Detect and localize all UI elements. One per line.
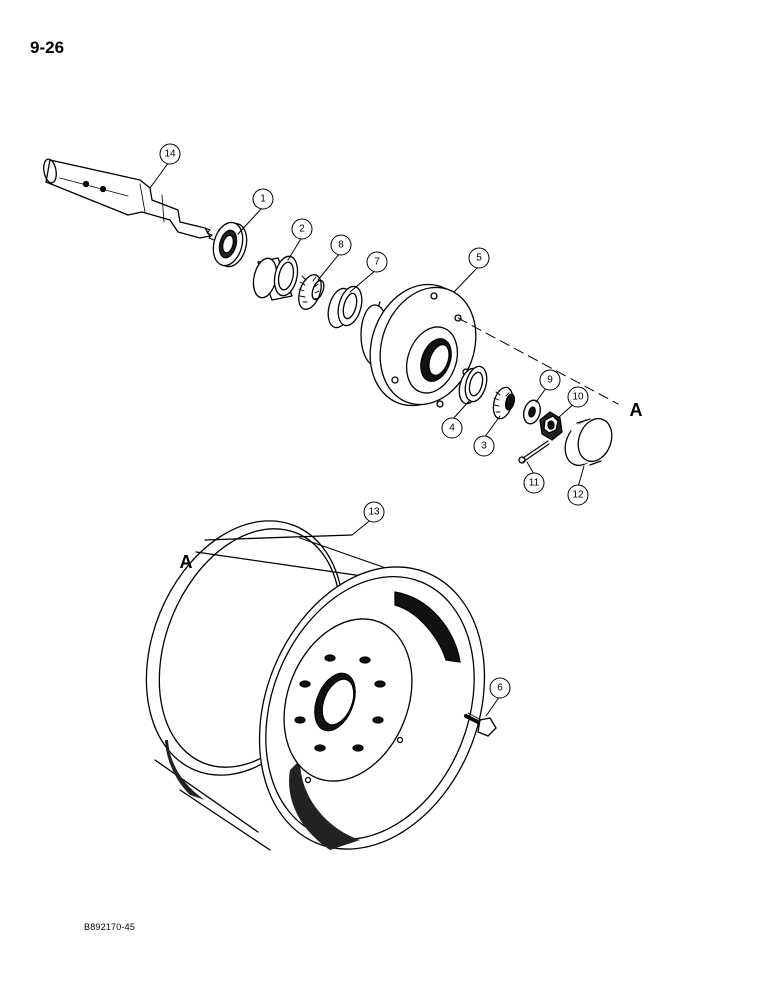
callout-1: 1 [260, 194, 266, 205]
callout-2: 2 [299, 224, 305, 235]
spindle-part [43, 158, 215, 241]
leader-lines [149, 161, 585, 717]
callout-13: 13 [368, 507, 380, 518]
callout-labels: 14 1 2 8 7 5 4 3 9 10 11 12 13 6 [164, 149, 584, 694]
cotter-pin-part [518, 440, 550, 464]
page-number: 9-26 [30, 38, 65, 57]
callout-6: 6 [497, 683, 503, 694]
bearing-cone-outer-part [492, 386, 516, 420]
bearing-cup-part [327, 285, 363, 329]
callout-12: 12 [572, 490, 584, 501]
reference-mark-lower: A [180, 552, 193, 572]
callout-11: 11 [529, 478, 540, 489]
castellated-nut-part [539, 411, 563, 441]
callout-14: 14 [164, 149, 176, 160]
figure-code: B892170-45 [84, 922, 136, 932]
callout-9: 9 [547, 375, 553, 386]
bearing-cup-inner-part [252, 255, 299, 301]
wheel-rim-part [145, 520, 486, 851]
callout-5: 5 [476, 253, 482, 264]
callout-circles [159, 143, 589, 699]
bearing-cone-inner-part [298, 274, 325, 310]
callout-4: 4 [449, 423, 455, 434]
seal-part [212, 221, 248, 268]
wheel-bolt-part [464, 712, 497, 737]
callout-10: 10 [572, 392, 584, 403]
callout-3: 3 [481, 441, 487, 452]
hub-cap-part [564, 417, 613, 467]
callout-8: 8 [338, 240, 344, 251]
hub-part [360, 283, 477, 408]
washer-part [523, 399, 541, 425]
reference-mark-upper: A [630, 400, 643, 420]
bearing-cup-outer-part [458, 365, 488, 405]
callout-7: 7 [374, 257, 380, 268]
